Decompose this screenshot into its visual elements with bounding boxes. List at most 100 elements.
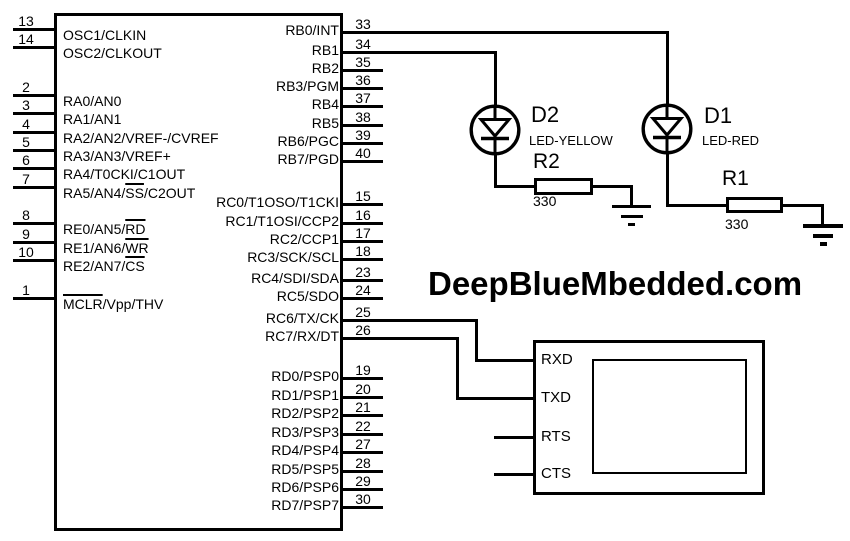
pin-stub-39: [341, 142, 383, 145]
pin-number-9: 9: [22, 226, 30, 242]
pin-number-17: 17: [355, 225, 371, 241]
pin-label-text: RA5/AN4/: [63, 185, 126, 201]
pin-stub-14: [13, 46, 56, 49]
pin-label-right-24: RC5/SDO: [277, 287, 339, 305]
pin-label-left-9: RE1/AN6/WR: [63, 239, 149, 257]
pin-stub-7: [13, 186, 56, 189]
pin-label-right-38: RB5: [312, 114, 339, 132]
pin-stub-4: [13, 131, 56, 134]
microcontroller-body: [54, 13, 343, 531]
pin-number-21: 21: [355, 399, 371, 415]
pin-stub-29: [341, 488, 383, 491]
pin-label-left-7: RA5/AN4/SS/C2OUT: [63, 184, 195, 202]
pin-stub-2: [13, 94, 56, 97]
pin-label-text: RB1: [311, 42, 339, 58]
wire-v-5: [820, 204, 824, 226]
pin-label-text: RC6/TX/CK: [265, 310, 339, 326]
pin-label-right-33: RB0/INT: [285, 21, 339, 39]
pin-number-20: 20: [355, 381, 371, 397]
pin-label-left-1: MCLR/Vpp/THV: [63, 295, 163, 313]
pin-stub-25: [341, 319, 383, 322]
ground-r2-bar-2: [628, 222, 635, 226]
pin-stub-18: [341, 258, 383, 261]
pin-stub-22: [341, 433, 383, 436]
ground-r1-bar-2: [820, 242, 827, 246]
pin-number-7: 7: [22, 171, 30, 187]
pin-stub-36: [341, 87, 383, 90]
pin-number-4: 4: [22, 116, 30, 132]
pin-label-text: RA4/T0CKI/C1OUT: [63, 166, 186, 182]
pin-number-38: 38: [355, 109, 371, 125]
pin-number-30: 30: [355, 491, 371, 507]
pin-label-right-39: RB6/PGC: [278, 132, 339, 150]
pin-stub-33: [341, 31, 383, 34]
pin-label-text: RD0/PSP0: [271, 368, 339, 384]
ground-r1-bar-1: [813, 234, 833, 238]
pin-label-text: RC2/CCP1: [269, 231, 339, 247]
serial-pin-rxd: RXD: [541, 351, 573, 368]
wire-v-7: [455, 337, 459, 399]
pin-number-1: 1: [22, 282, 30, 298]
pin-number-14: 14: [18, 31, 34, 47]
pin-label-text: RD: [125, 221, 146, 237]
pin-label-text: RB4: [311, 96, 339, 112]
pin-stub-13: [13, 28, 56, 31]
pin-stub-34: [341, 51, 383, 54]
pin-number-13: 13: [18, 13, 34, 29]
led-d1-ref: D1: [704, 103, 733, 128]
pin-number-2: 2: [22, 79, 30, 95]
pin-label-text: RE0/AN5/: [63, 221, 126, 237]
pin-label-right-36: RB3/PGM: [276, 77, 339, 95]
pin-label-right-17: RC2/CCP1: [270, 230, 339, 248]
pin-number-16: 16: [355, 207, 371, 223]
pin-label-text: RA1/AN1: [63, 111, 122, 127]
pin-label-text: OSC1/CLKIN: [63, 27, 147, 43]
pin-label-text: OSC2/CLKOUT: [63, 45, 162, 61]
wire-h-5: [781, 203, 824, 207]
pin-stub-17: [341, 240, 383, 243]
pin-label-text: /C2OUT: [143, 185, 196, 201]
pin-label-text: RD3/PSP3: [271, 424, 339, 440]
pin-stub-23: [341, 279, 383, 282]
pin-number-27: 27: [355, 436, 371, 452]
wire-h-11: [494, 472, 536, 476]
pin-stub-27: [341, 451, 383, 454]
led-d2-type: LED-YELLOW: [529, 133, 613, 148]
pin-label-right-26: RC7/RX/DT: [265, 327, 339, 345]
ground-r2-bar-0: [612, 204, 651, 208]
pin-number-24: 24: [355, 282, 371, 298]
wire-v-6: [474, 319, 478, 361]
pin-stub-1: [13, 297, 56, 300]
pin-stub-37: [341, 105, 383, 108]
pin-number-10: 10: [18, 244, 34, 260]
wire-h-10: [494, 435, 536, 439]
pin-label-text: MCLR: [63, 296, 103, 312]
pin-stub-35: [341, 69, 383, 72]
pin-stub-8: [13, 222, 56, 225]
led-d2-ref: D2: [531, 102, 560, 127]
ground-r1-bar-0: [803, 224, 843, 228]
pin-label-right-30: RD7/PSP7: [271, 496, 339, 514]
pin-label-text: RD1/PSP1: [271, 387, 339, 403]
pin-label-left-6: RA4/T0CKI/C1OUT: [63, 165, 185, 183]
serial-pin-rts: RTS: [541, 428, 571, 445]
pin-label-text: RC7/RX/DT: [265, 328, 339, 344]
wire-v-4: [665, 153, 669, 207]
pin-label-text: RD6/PSP6: [271, 479, 339, 495]
pin-label-right-15: RC0/T1OSO/T1CKI: [216, 193, 339, 211]
pin-number-18: 18: [355, 243, 371, 259]
pin-label-text: RB5: [311, 115, 339, 131]
pin-number-28: 28: [355, 455, 371, 471]
pin-number-6: 6: [22, 152, 30, 168]
pin-label-right-35: RB2: [312, 59, 339, 77]
led-d2-icon: [469, 104, 521, 156]
pin-label-text: RA2/AN2/VREF-/CVREF: [63, 130, 219, 146]
pin-label-text: SS: [125, 185, 144, 201]
led-d1-type: LED-RED: [702, 133, 760, 148]
wire-h-3: [591, 184, 633, 188]
pin-label-text: RD5/PSP5: [271, 461, 339, 477]
pin-label-right-28: RD5/PSP5: [271, 460, 339, 478]
pin-number-19: 19: [355, 362, 371, 378]
pin-stub-40: [341, 160, 383, 163]
